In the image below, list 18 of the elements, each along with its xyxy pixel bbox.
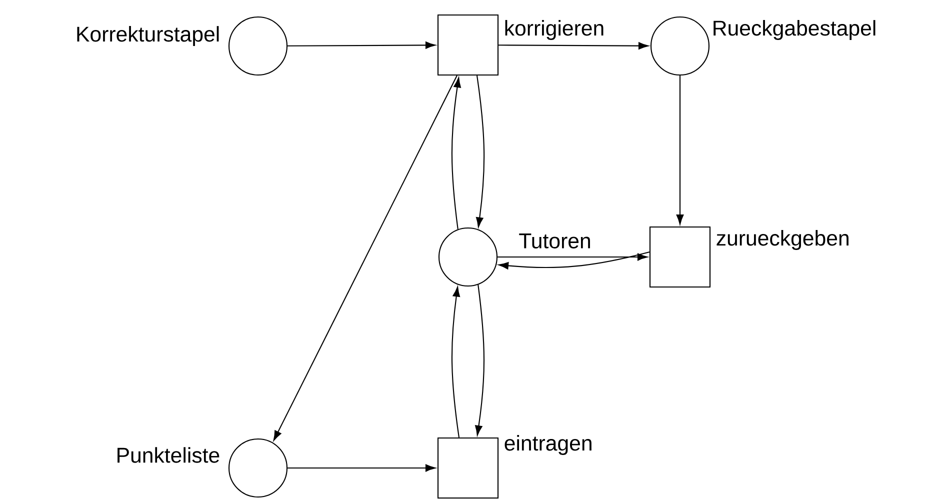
- place-label: Rueckgabestapel: [714, 20, 876, 40]
- place-label: korrigieren: [505, 20, 604, 40]
- arrow: [288, 464, 436, 472]
- arrow: [498, 42, 649, 50]
- arrow: [273, 75, 458, 441]
- arrow: [498, 253, 648, 261]
- place-label: Punkteliste: [118, 447, 220, 463]
- place-label: eintragen: [504, 435, 592, 455]
- place-label: Korrekturstapel: [77, 26, 219, 46]
- arrow: [475, 284, 485, 436]
- arrow: [451, 77, 461, 230]
- arrow: [498, 251, 650, 270]
- arrow: [676, 76, 684, 225]
- place-label: zurueckgeben: [716, 230, 848, 250]
- arrow: [476, 75, 485, 228]
- place-label: Tutoren: [519, 234, 590, 248]
- arrow: [288, 42, 436, 49]
- arrow: [451, 286, 460, 438]
